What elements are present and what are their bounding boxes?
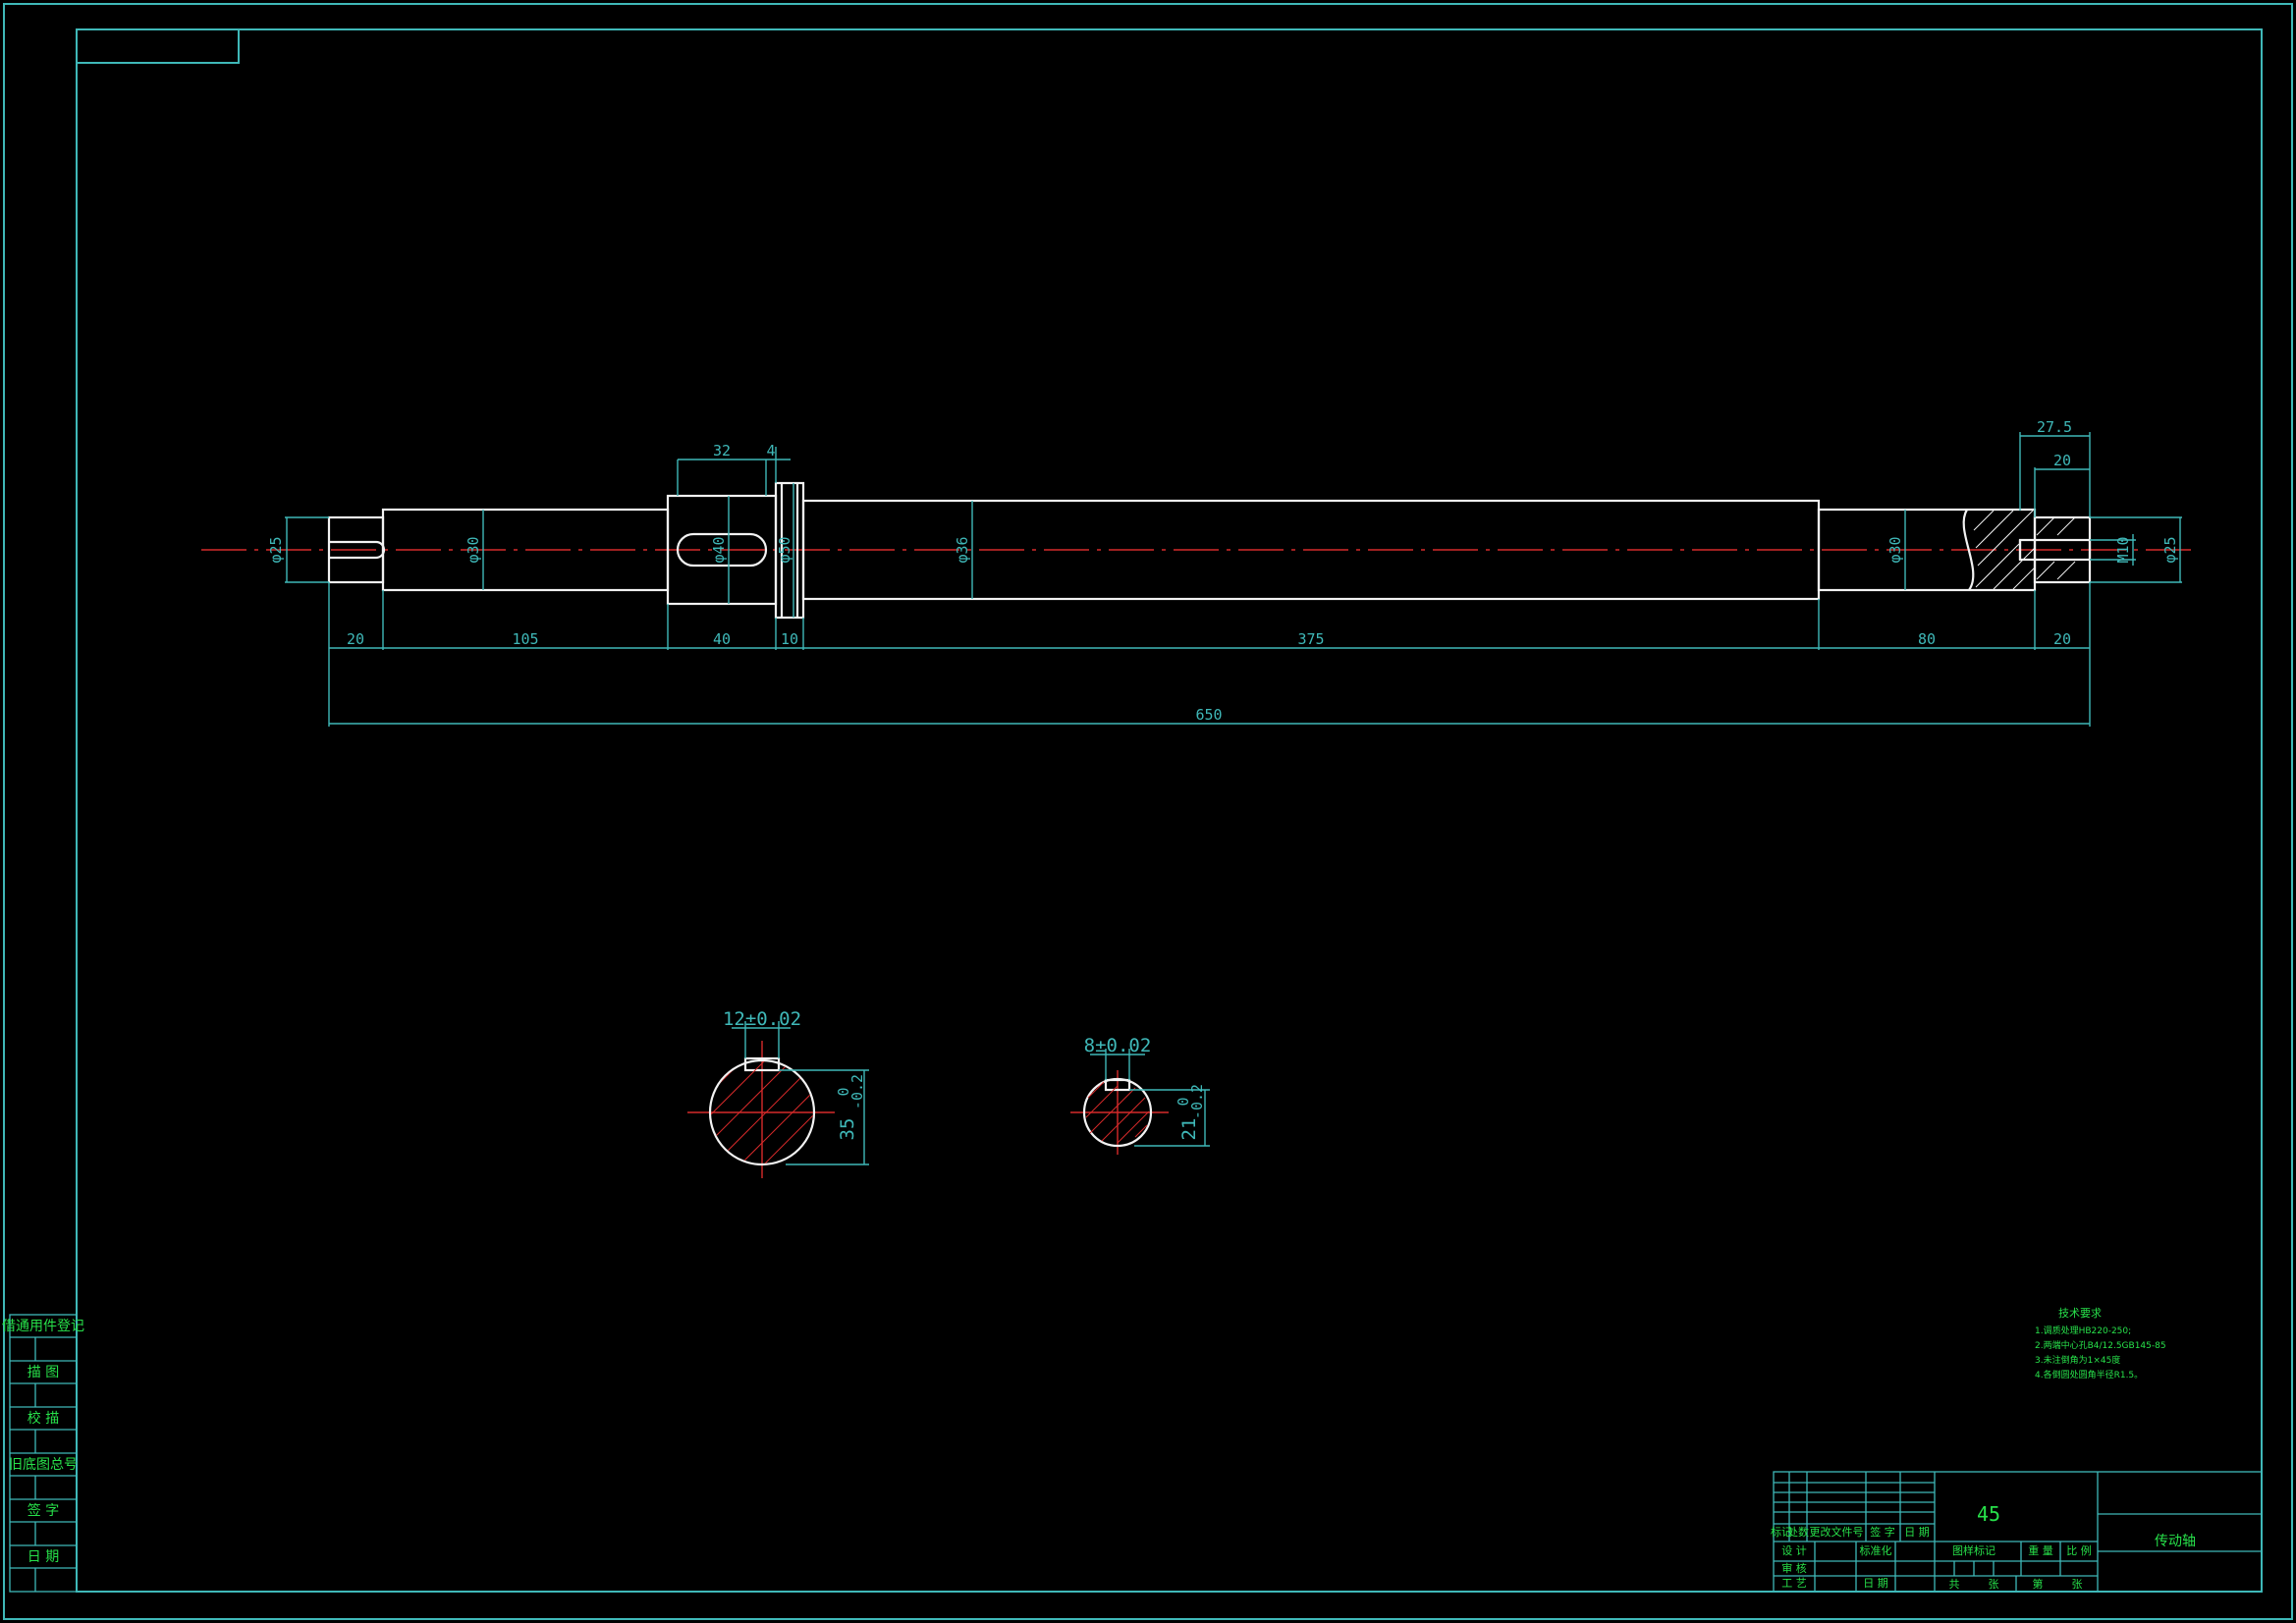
tb-design: 设 计: [1781, 1544, 1807, 1557]
tb-label-count: 处数: [1787, 1526, 1809, 1539]
note-1: 1.调质处理HB220-250;: [2035, 1325, 2131, 1336]
dim-32: 32: [713, 442, 731, 460]
section-a-tol-low: -0.2: [848, 1074, 866, 1109]
section-a: 12±0.02 35 0 -0.2: [687, 1008, 869, 1178]
strip-label-2: 描 图: [27, 1365, 59, 1380]
dim-27-5: 27.5: [2037, 418, 2072, 436]
note-3: 3.未注倒角为1×45度: [2035, 1354, 2120, 1366]
corner-box: [76, 28, 240, 64]
title-block: 标记 处数 更改文件号 签 字 日 期 设 计 标准化 审 核 工 艺 日 期 …: [1771, 1471, 2263, 1593]
section-b-tol-low: -0.2: [1188, 1084, 1206, 1119]
dia-36: φ36: [954, 536, 971, 563]
technical-notes: 技术要求 1.调质处理HB220-250; 2.两端中心孔B4/12.5GB14…: [2035, 1307, 2166, 1380]
tb-sheet-total: 共: [1949, 1578, 1960, 1591]
dim-105: 105: [512, 630, 538, 648]
dia-40: φ40: [710, 536, 728, 563]
dim-4: 4: [766, 442, 775, 460]
dia-25-right: φ25: [2161, 536, 2179, 563]
section-a-depth: 35: [837, 1118, 858, 1141]
strip-label-3: 校 描: [27, 1410, 59, 1427]
left-strip: 借通用件登记 描 图 校 描 旧底图总号 签 字 日 期: [2, 1314, 84, 1593]
tb-standard: 标准化: [1860, 1543, 1892, 1557]
tb-stage: 图样标记: [1952, 1543, 1995, 1557]
dia-30-right: φ30: [1886, 536, 1904, 563]
section-b-tol-up: 0: [1175, 1097, 1192, 1106]
strip-label-5: 签 字: [27, 1502, 59, 1519]
tb-label-mark: 标记: [1771, 1525, 1792, 1539]
tb-date: 日 期: [1863, 1577, 1888, 1590]
note-2: 2.两端中心孔B4/12.5GB145-85: [2035, 1339, 2166, 1351]
section-b-depth: 21: [1178, 1118, 1200, 1141]
dia-25-left: φ25: [267, 536, 285, 563]
inner-frame: [76, 28, 2263, 1593]
dim-650: 650: [1195, 706, 1222, 724]
strip-label-4: 旧底图总号: [9, 1457, 78, 1473]
section-b: 8±0.02 21 0 -0.2: [1070, 1035, 1210, 1155]
tb-scale: 比 例: [2066, 1543, 2092, 1557]
dim-20-top: 20: [2053, 452, 2071, 469]
tb-sheet-num: 第: [2033, 1577, 2044, 1591]
dim-10: 10: [781, 630, 798, 648]
tb-process: 工 艺: [1781, 1577, 1807, 1590]
right-section-hatch: [1973, 510, 2076, 590]
tb-review: 审 核: [1781, 1561, 1807, 1575]
dim-20-left: 20: [347, 630, 364, 648]
tb-sheet-label: 张: [1989, 1578, 1999, 1591]
tb-material: 45: [1977, 1502, 2000, 1526]
note-4: 4.各倒圆处圆角半径R1.5。: [2035, 1369, 2143, 1380]
strip-label-1: 借通用件登记: [2, 1319, 84, 1334]
dim-375: 375: [1297, 630, 1324, 648]
tb-label-sign: 签 字: [1870, 1525, 1895, 1539]
section-a-width: 12±0.02: [723, 1008, 801, 1030]
tb-label-date: 日 期: [1904, 1526, 1930, 1539]
tb-part-name: 传动轴: [2155, 1534, 2196, 1549]
tb-label-doc: 更改文件号: [1810, 1525, 1864, 1539]
dia-50: φ50: [776, 536, 793, 563]
tb-weight: 重 量: [2028, 1543, 2053, 1557]
section-a-tol-up: 0: [835, 1087, 852, 1096]
thread-m10: M10: [2114, 536, 2132, 563]
shaft-main-view: 32 4 27.5 20 20 105 40 10 375 80 20 650 …: [201, 418, 2195, 727]
dim-40: 40: [713, 630, 731, 648]
dia-30-left: φ30: [465, 536, 482, 563]
section-b-width: 8±0.02: [1084, 1035, 1152, 1056]
strip-label-6: 日 期: [27, 1549, 59, 1565]
tb-sheet-label2: 张: [2072, 1578, 2083, 1591]
dim-80: 80: [1918, 630, 1936, 648]
outer-frame: [3, 3, 2293, 1620]
dim-20-right: 20: [2053, 630, 2071, 648]
notes-title: 技术要求: [2058, 1307, 2102, 1320]
